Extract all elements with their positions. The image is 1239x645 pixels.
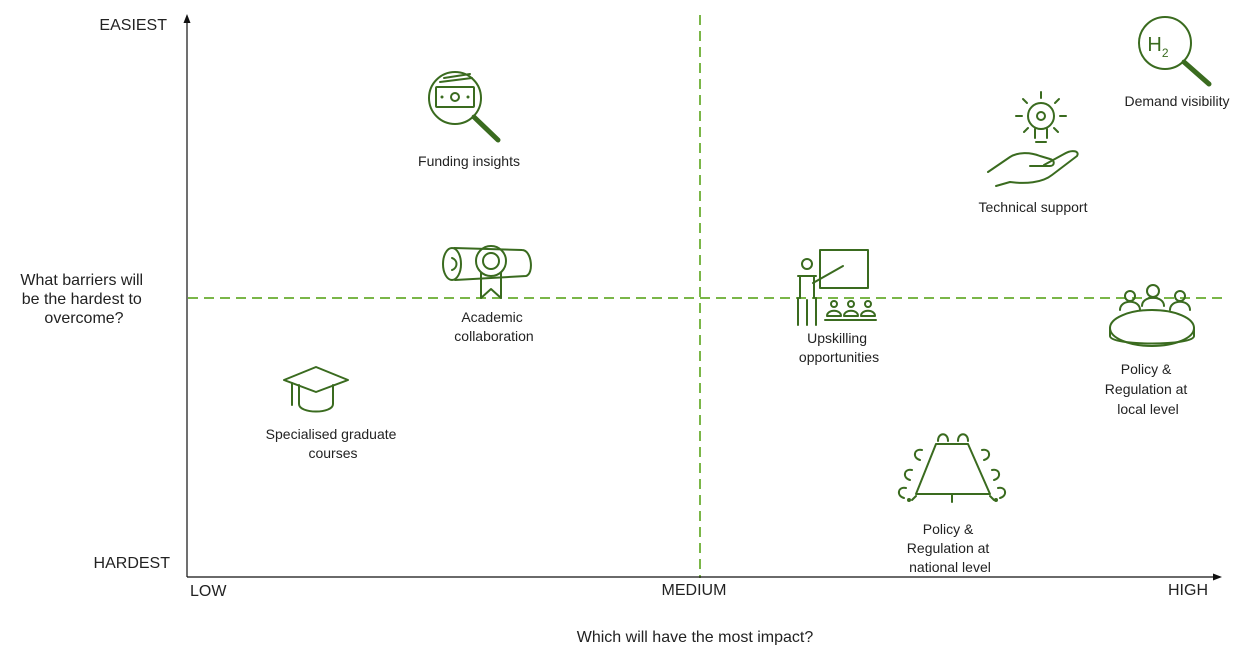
x-axis-low-label: LOW: [190, 583, 227, 600]
funding-insights-label: Funding insights: [418, 153, 520, 169]
item-academic-collaboration: Academic collaboration: [442, 245, 534, 344]
upskilling-opportunities-label: Upskilling opportunities: [799, 330, 879, 365]
y-axis-arrow-icon: [183, 14, 191, 23]
item-policy-regulation-national: Policy & Regulation at national level: [898, 433, 1006, 575]
lightbulb-hand-icon: [987, 91, 1079, 187]
round-table-meeting-icon: [1109, 284, 1195, 347]
policy-local-label: Policy & Regulation at local level: [1105, 361, 1191, 417]
item-funding-insights: Funding insights: [418, 71, 520, 169]
item-policy-regulation-local: Policy & Regulation at local level: [1105, 284, 1195, 417]
teacher-whiteboard-icon: [797, 249, 877, 326]
x-axis-question: Which will have the most impact?: [577, 629, 814, 645]
policy-national-label: Policy & Regulation at national level: [907, 521, 993, 575]
specialised-graduate-label: Specialised graduate courses: [266, 426, 401, 461]
x-axis-arrow-icon: [1213, 573, 1222, 581]
technical-support-label: Technical support: [979, 199, 1088, 215]
y-axis-top-label: EASIEST: [99, 17, 167, 34]
money-magnifier-icon: [428, 71, 501, 143]
boardroom-table-icon: [898, 433, 1006, 503]
item-technical-support: Technical support: [979, 91, 1088, 215]
hydrogen-magnifier-icon: [1138, 16, 1212, 87]
y-axis-question: What barriers will be the hardest to ove…: [20, 272, 147, 327]
y-axis-bottom-label: HARDEST: [94, 555, 171, 572]
graduation-cap-icon: [283, 366, 349, 413]
item-demand-visibility: H2 Demand visibility: [1124, 16, 1230, 109]
demand-visibility-label: Demand visibility: [1124, 93, 1229, 109]
diploma-scroll-icon: [442, 245, 532, 299]
x-axis-medium-label: MEDIUM: [662, 582, 727, 599]
item-upskilling-opportunities: Upskilling opportunities: [797, 249, 879, 365]
x-axis-high-label: HIGH: [1168, 582, 1208, 599]
hydrogen-symbol: H2: [1147, 34, 1168, 60]
item-specialised-graduate-courses: Specialised graduate courses: [266, 366, 401, 461]
academic-collaboration-label: Academic collaboration: [454, 309, 533, 344]
